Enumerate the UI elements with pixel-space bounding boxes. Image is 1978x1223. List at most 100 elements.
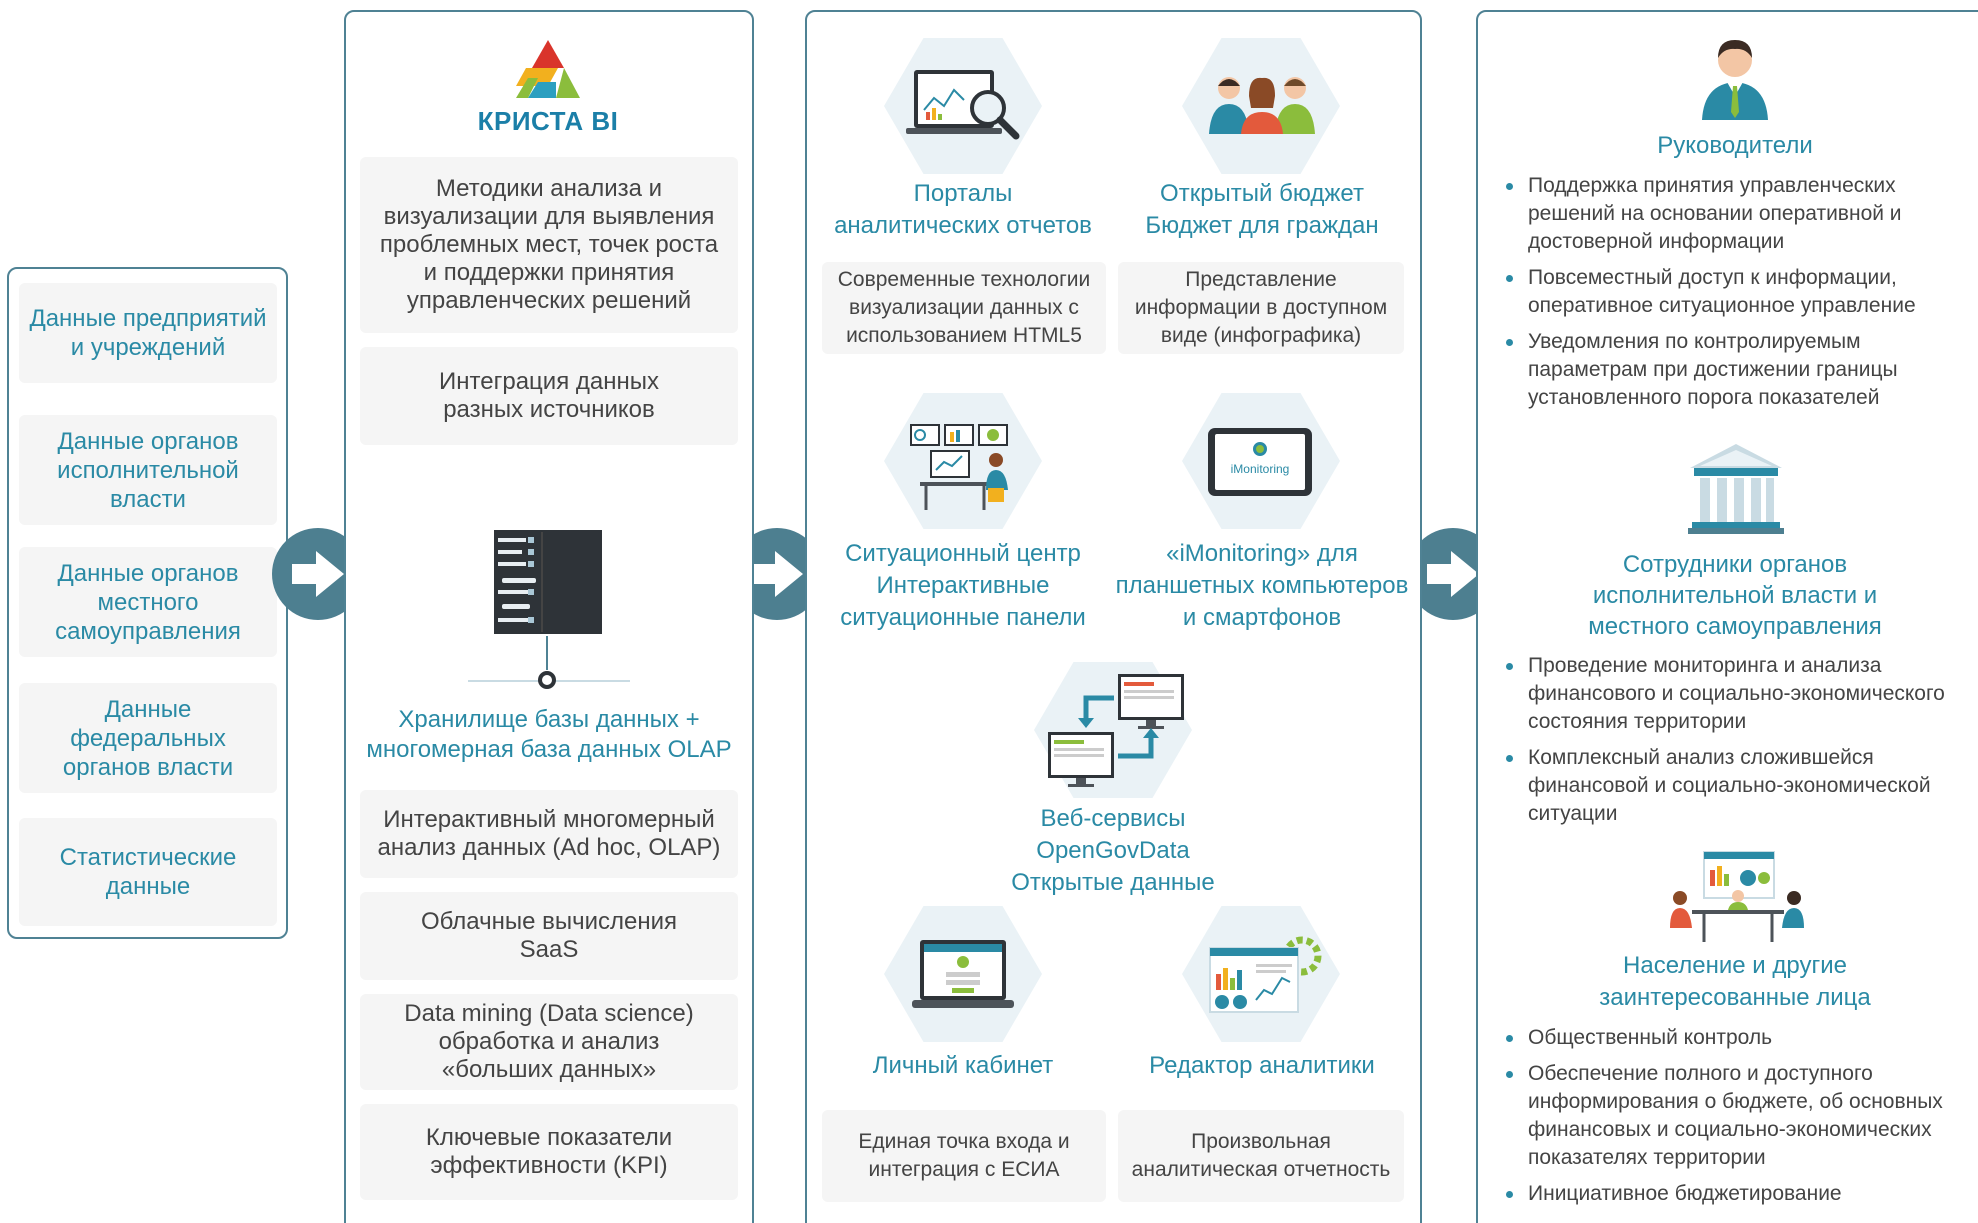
text-line: Данные органов (57, 559, 239, 587)
text-line: показателях территории (1528, 1146, 1766, 1169)
text-line: Инициативное бюджетирование (1528, 1182, 1842, 1205)
text-line: многомерная база данных OLAP (366, 736, 732, 763)
text-line: местного самоуправления (1588, 613, 1882, 640)
text-line: «больших данных» (441, 1056, 657, 1083)
text-line: Произвольная (1191, 1130, 1331, 1153)
cabinet-title: Личный кабинет (818, 1050, 1108, 1082)
text-line: решений на основании оперативной и (1528, 202, 1902, 225)
text-line: финансовой и социально-экономической (1528, 774, 1931, 797)
editor-title: Редактор аналитики (1114, 1050, 1410, 1082)
operator-workstation-icon (910, 424, 1008, 510)
text-line: Представление (1185, 268, 1337, 291)
text-line: Интеграция данных (439, 368, 659, 395)
text-line: Данные (104, 695, 192, 723)
list-item: Комплексный анализ сложившейся финансовой… (1502, 744, 1978, 828)
officials-title: Сотрудники органов исполнительной власти … (1500, 549, 1970, 642)
text-line: Население и другие (1623, 952, 1847, 979)
list-item: Проведение мониторинга и анализа финансов… (1502, 652, 1978, 736)
text-line: данные (105, 873, 191, 900)
text-line: состояния территории (1528, 710, 1747, 733)
text-line: достоверной информации (1528, 230, 1785, 253)
text-line: и поддержки принятия (423, 259, 675, 286)
text-line: информирования о бюджете, об основных (1528, 1090, 1943, 1113)
text-line: Единая точка входа и (858, 1130, 1070, 1153)
text-line: исполнительной власти и (1592, 582, 1878, 609)
text-line: проблемных мест, точек роста (379, 231, 719, 258)
text-line: власти (110, 485, 186, 513)
text-line: самоуправления (55, 617, 241, 645)
text-line: Интерактивные (876, 572, 1050, 599)
text-line: установленного порога показателей (1528, 386, 1880, 409)
text-line: визуализации для выявления (383, 203, 715, 230)
krista-logo-icon (516, 40, 580, 98)
text-line: Уведомления по контролируемым (1528, 330, 1861, 353)
text-line: Проведение мониторинга и анализа (1528, 654, 1882, 677)
text-line: параметрам при достижении границы (1528, 358, 1898, 381)
text-line: Данные предприятий (29, 305, 267, 332)
text-line: и смартфонов (1182, 604, 1342, 631)
text-line: финансового и социально-экономического (1528, 682, 1945, 705)
krista-feature-label: Data mining (Data science)обработка и ан… (404, 1000, 693, 1084)
text-line: аналитическая отчетность (1131, 1158, 1391, 1181)
text-line: Облачные вычисления (420, 908, 678, 935)
text-line: Руководители (1657, 132, 1813, 159)
report-search-icon (906, 70, 1020, 140)
text-line: Личный кабинет (872, 1052, 1054, 1079)
products-panel (805, 10, 1422, 1223)
editor-desc: Произвольная аналитическая отчетность (1132, 1128, 1391, 1184)
list-item: Повсеместный доступ к информации,операти… (1502, 264, 1978, 320)
server-icon (494, 530, 602, 634)
text-line: Общественный контроль (1528, 1026, 1773, 1049)
text-line: разных источников (443, 396, 655, 423)
text-line: Интерактивный многомерный (383, 806, 715, 833)
text-line: ситуации (1528, 802, 1618, 825)
text-line: Методики анализа и (435, 175, 663, 202)
text-line: Веб-сервисы (1040, 805, 1186, 832)
text-line: ситуационные панели (840, 604, 1086, 631)
text-line: Ключевые показатели (425, 1124, 673, 1151)
text-line: Данные органов (57, 427, 239, 455)
text-line: управленческих решений (406, 287, 692, 314)
text-line: Ситуационный центр (845, 540, 1081, 567)
manager-icon (1702, 40, 1768, 120)
tablet-screen-label: iMonitoring (1230, 462, 1290, 476)
people-group-icon (1209, 77, 1315, 134)
web-exchange-icon (1048, 674, 1184, 787)
editor-desc-box: Произвольная аналитическая отчетность (1118, 1110, 1404, 1202)
text-line: Открытый бюджет (1160, 180, 1364, 207)
text-line: Сотрудники органов (1622, 551, 1848, 578)
text-line: органов власти (62, 753, 234, 781)
text-line: Порталы (913, 180, 1013, 207)
text-line: Современные технологии (837, 268, 1091, 291)
text-line: Поддержка принятия управленческих (1528, 174, 1896, 197)
government-building-icon (1688, 444, 1784, 534)
tablet-icon: iMonitoring (1208, 428, 1312, 496)
text-line: Открытые данные (1011, 869, 1215, 896)
leaders-list: Поддержка принятия управленческих решений… (1502, 172, 1978, 420)
text-line: виде (инфографика) (1160, 324, 1362, 347)
text-line: Комплексный анализ сложившейся (1528, 746, 1874, 769)
list-item: Уведомления по контролируемым параметрам … (1502, 328, 1978, 412)
